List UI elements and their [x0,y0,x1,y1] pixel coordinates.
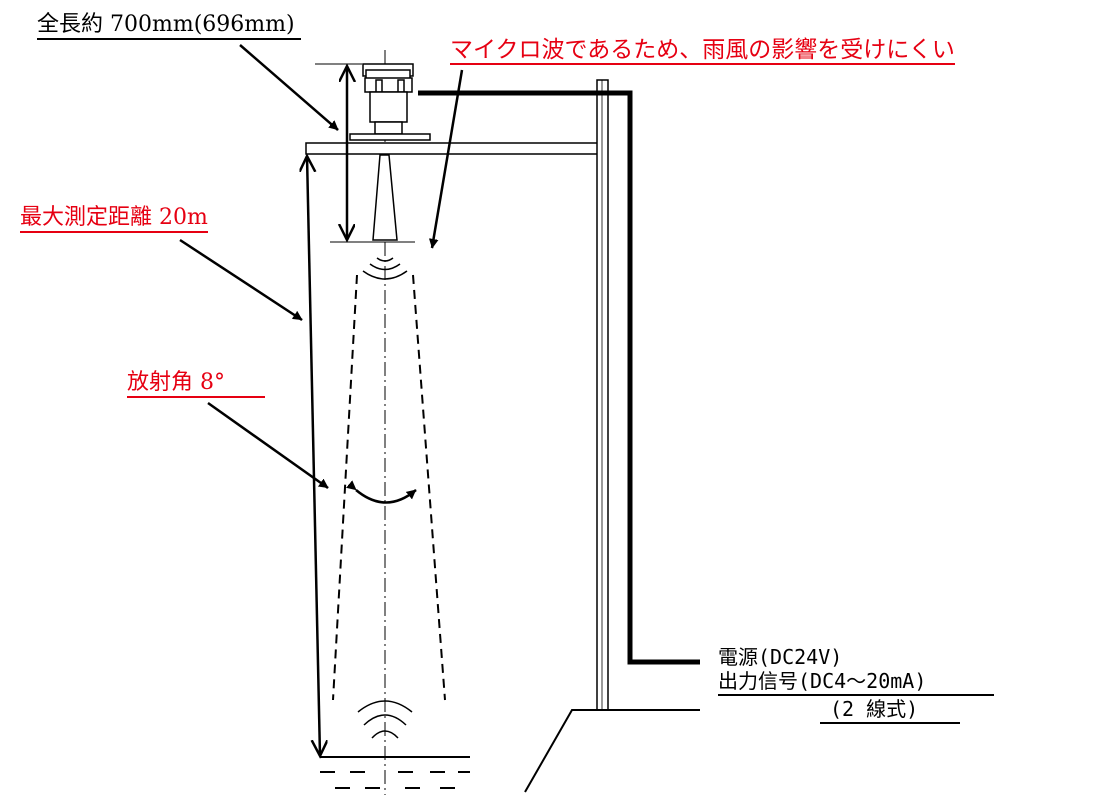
radar-sensor [305,63,599,241]
pole [596,79,609,711]
leader-range [179,238,303,322]
wave-arcs-top [362,257,408,280]
beam-angle-arrow [356,490,417,504]
mounting-plate [305,142,599,155]
max-range-label: 最大測定距離 20m [20,205,208,233]
microwave-note-label: マイクロ波であるため、雨風の影響を受けにくい [450,37,955,65]
leader-microwave [432,69,464,248]
cable [418,90,700,665]
ground-line [524,709,700,793]
beam-angle-label: 放射角 8° [127,370,265,398]
beam-edge-right [412,274,446,701]
range-dimension [307,156,320,756]
total-length-label: 全長約 700mm(696mm) [37,12,301,40]
leader-length [239,44,339,131]
wiring-label: (2 線式) [820,696,960,724]
beam-edge-left [332,274,358,701]
output-signal-label: 出力信号(DC4～20mA) [718,668,994,696]
wave-arcs-bottom [357,700,413,739]
water-surface [320,756,470,789]
horn-antenna [372,154,398,241]
leader-angle [207,401,329,490]
power-label: 電源(DC24V) [718,645,843,669]
